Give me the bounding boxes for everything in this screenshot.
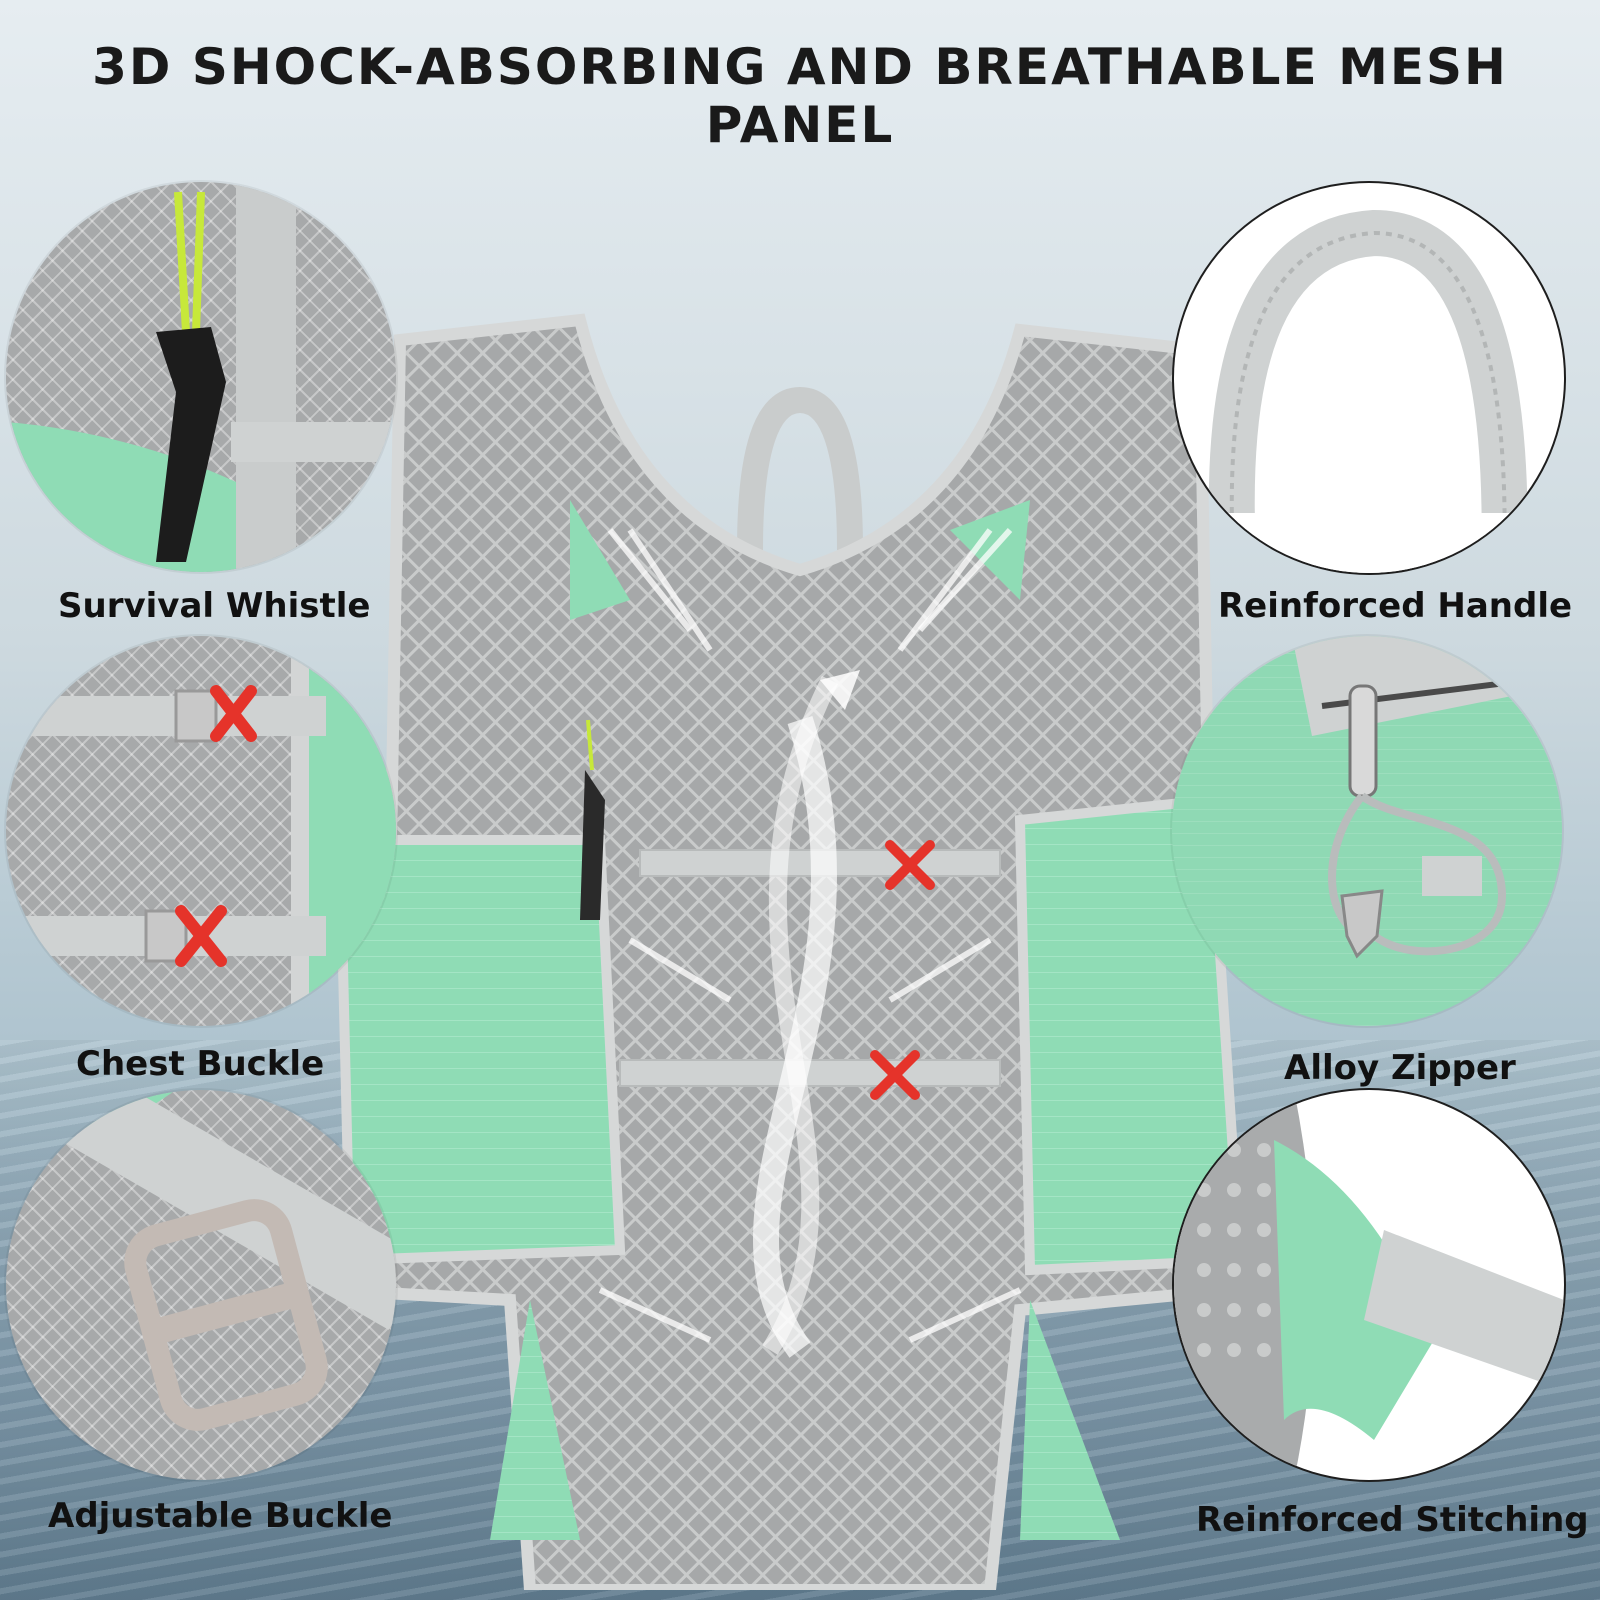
left-pocket: [334, 835, 626, 1266]
chest-buckle-upper: [885, 840, 935, 890]
backpack-image: [323, 300, 1260, 1596]
adjustable-buckle-photo: [6, 1090, 396, 1480]
reinforced-stitching-photo: [1174, 1090, 1564, 1480]
caption-reinforced-stitching: Reinforced Stitching: [1196, 1500, 1589, 1540]
chest-buckle-photo: [6, 636, 396, 1026]
handle-loop: [737, 386, 863, 551]
caption-adjustable-buckle: Adjustable Buckle: [48, 1496, 393, 1536]
caption-chest-buckle: Chest Buckle: [76, 1044, 325, 1084]
buckle-icon: [175, 685, 257, 967]
survival-whistle-photo: [6, 182, 396, 572]
stitching-icon: [1364, 1230, 1564, 1390]
reinforced-handle-photo: [1174, 183, 1564, 573]
caption-reinforced-handle: Reinforced Handle: [1218, 586, 1573, 626]
caption-survival-whistle: Survival Whistle: [58, 586, 371, 626]
handle-icon: [1229, 230, 1507, 573]
zipper-icon: [1348, 684, 1378, 798]
headline: 3D SHOCK-ABSORBING AND BREATHABLE MESH P…: [92, 38, 1508, 154]
alloy-zipper-photo: [1172, 636, 1562, 1026]
whistle-small: [580, 770, 605, 920]
backpack-illustration: [323, 313, 1246, 1596]
caption-alloy-zipper: Alloy Zipper: [1284, 1048, 1516, 1088]
whistle-icon: [156, 327, 226, 562]
chest-buckle-lower: [870, 1050, 920, 1100]
